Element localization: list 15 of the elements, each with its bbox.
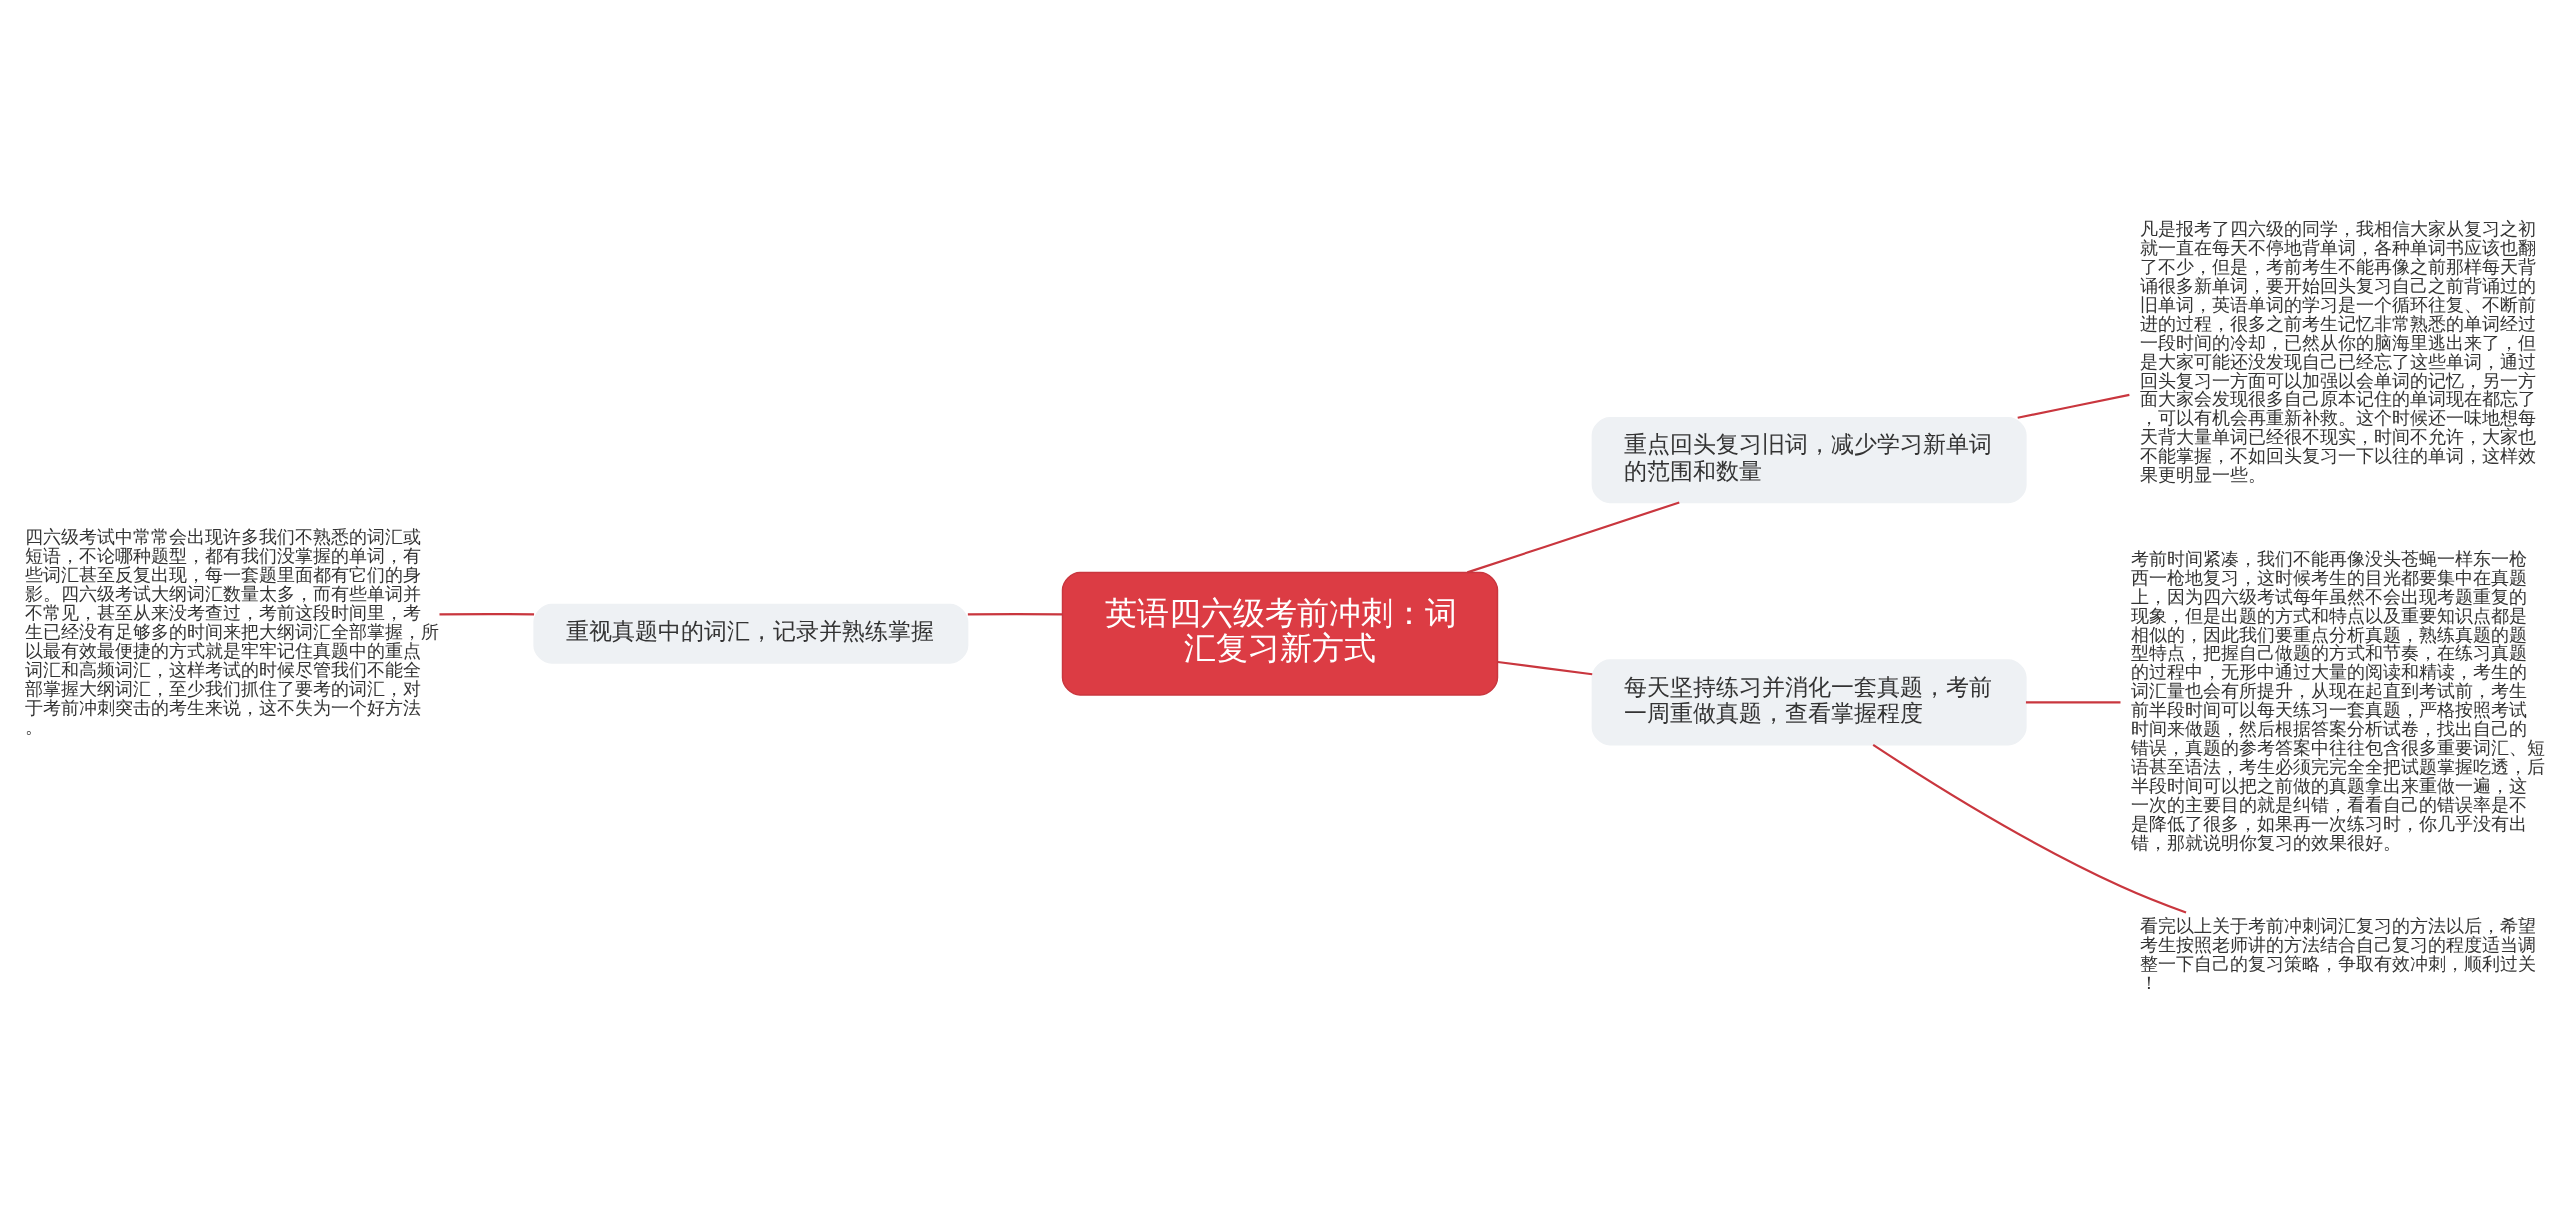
connector [967, 612, 1063, 616]
connector [2017, 393, 2130, 419]
node-box: 重视真题中的词汇，记录并熟练掌握 [533, 603, 969, 664]
node-text: 四六级考试中常常会出现许多我们不熟悉的词汇或短语，不论哪种题型，都有我们没掌握的单词，有些词汇甚至反复出现，每一套题里面都有它们的身影。四六级考试大纲词汇数量太多，而有些单词并不常见，甚至从来没考查过，考前这段时间里，考生已经没有足够多的时间来把大纲词汇全部掌握，所以最有效最便捷的方式就是牢牢记住真题中的重点词汇和高频词汇，这样考试的时候尽管我们不能全部掌握大纲词汇，至少我们抓住了要考的词汇，对于考前冲刺突击的考生来说，这不失为一个好方法。 [24, 527, 439, 738]
connector [2025, 701, 2121, 704]
node-box: 每天坚持练习并消化一套真题，考前一周重做真题，查看掌握程度 [1591, 659, 2027, 746]
connector [439, 612, 535, 616]
node-box: 英语四六级考前冲刺：词汇复习新方式 [1061, 571, 1499, 696]
connector [1467, 501, 1680, 574]
node-text: 凡是报考了四六级的同学，我相信大家从复习之初就一直在每天不停地背单词，各种单词书应该也翻了不少，但是，考前考生不能再像之前那样每天背诵很多新单词，要开始回头复习自己之前背诵过的旧单词，英语单词的学习是一个循环往复、不断前进的过程，很多之前考生记忆非常熟悉的单词经过一段时间的冷却，已然从你的脑海里逃出来了，但是大家可能还没发现自己已经忘了这些单词，通过回头复习一方面可以加强以会单词的记忆，另一方面大家会发现很多自己原本记住的单词现在都忘了，可以有机会再重新补救。这个时候还一味地想每天背大量单词已经很不现实，时间不允许，大家也不能掌握，不如回头复习一下以往的单词，这样效果更明显一些。 [2139, 218, 2536, 486]
node-text: 考前时间紧凑，我们不能再像没头苍蝇一样东一枪西一枪地复习，这时候考生的目光都要集中在真题上，因为四六级考试每年虽然不会出现考题重复的现象，但是出题的方式和特点以及重要知识点都是相似的，因此我们要重点分析真题，熟练真题的题型特点，把握自己做题的方式和节奏，在练习真题的过程中，无形中通过大量的阅读和精读，考生的词汇量也会有所提升，从现在起直到考试前，考生前半段时间可以每天练习一套真题，严格按照考试时间来做题，然后根据答案分析试卷，找出自己的错误，真题的参考答案中往往包含很多重要词汇、短语甚至语法，考生必须完完全全把试题掌握吃透，后半段时间可以把之前做的真题拿出来重做一遍，这一次的主要目的就是纠错，看看自己的错误率是不是降低了很多，如果再一次练习时，你几乎没有出错，那就说明你复习的效果很好。 [2131, 548, 2546, 854]
node-box: 重点回头复习旧词，减少学习新单词的范围和数量 [1591, 417, 2027, 504]
connector [1872, 744, 2187, 914]
node-text: 看完以上关于考前冲刺词汇复习的方法以后，希望考生按照老师讲的方法结合自己复习的程度适当调整一下自己的复习策略，争取有效冲刺，顺利过关！ [2139, 916, 2536, 994]
connector [1497, 660, 1593, 676]
